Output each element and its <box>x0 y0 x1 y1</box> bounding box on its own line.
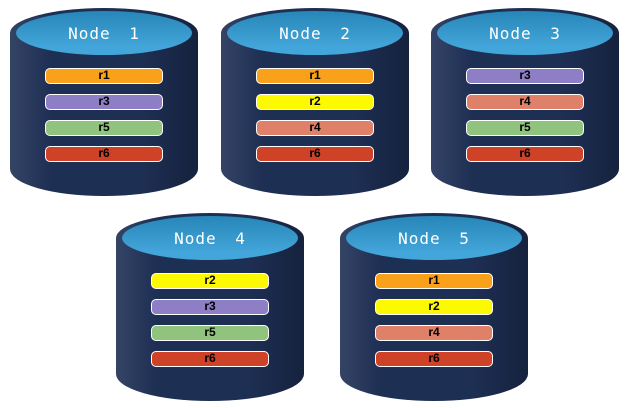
replica-bar: r6 <box>151 351 269 367</box>
replica-bar: r1 <box>256 68 374 84</box>
replica-bar: r2 <box>151 273 269 289</box>
replica-bar: r6 <box>466 146 584 162</box>
replica-bar: r6 <box>256 146 374 162</box>
replica-bar: r2 <box>256 94 374 110</box>
replica-list: r1 r2 r4 r6 <box>375 273 493 367</box>
replica-bar: r3 <box>466 68 584 84</box>
database-cylinder-top: Node 5 <box>346 216 522 260</box>
replica-bar: r5 <box>151 325 269 341</box>
node-title: Node 5 <box>398 228 470 248</box>
node-title: Node 1 <box>68 23 140 43</box>
replica-bar: r6 <box>45 146 163 162</box>
replica-bar: r5 <box>466 120 584 136</box>
replica-bar: r2 <box>375 299 493 315</box>
replica-bar: r1 <box>45 68 163 84</box>
node-title: Node 3 <box>489 23 561 43</box>
replica-bar: r5 <box>45 120 163 136</box>
database-cylinder-top: Node 2 <box>227 11 403 55</box>
replica-bar: r4 <box>466 94 584 110</box>
node-1-cylinder: Node 1 r1 r3 r5 r6 <box>10 8 198 196</box>
node-title: Node 4 <box>174 228 246 248</box>
replica-bar: r3 <box>151 299 269 315</box>
database-cylinder-top: Node 3 <box>437 11 613 55</box>
replica-bar: r6 <box>375 351 493 367</box>
node-title: Node 2 <box>279 23 351 43</box>
node-2-cylinder: Node 2 r1 r2 r4 r6 <box>221 8 409 196</box>
node-4-cylinder: Node 4 r2 r3 r5 r6 <box>116 213 304 401</box>
replica-list: r1 r2 r4 r6 <box>256 68 374 162</box>
node-5-cylinder: Node 5 r1 r2 r4 r6 <box>340 213 528 401</box>
database-cylinder-top: Node 4 <box>122 216 298 260</box>
replica-bar: r4 <box>256 120 374 136</box>
database-cylinder-top: Node 1 <box>16 11 192 55</box>
replica-list: r3 r4 r5 r6 <box>466 68 584 162</box>
replica-list: r1 r3 r5 r6 <box>45 68 163 162</box>
node-3-cylinder: Node 3 r3 r4 r5 r6 <box>431 8 619 196</box>
replica-bar: r4 <box>375 325 493 341</box>
replica-bar: r1 <box>375 273 493 289</box>
replica-list: r2 r3 r5 r6 <box>151 273 269 367</box>
replica-bar: r3 <box>45 94 163 110</box>
